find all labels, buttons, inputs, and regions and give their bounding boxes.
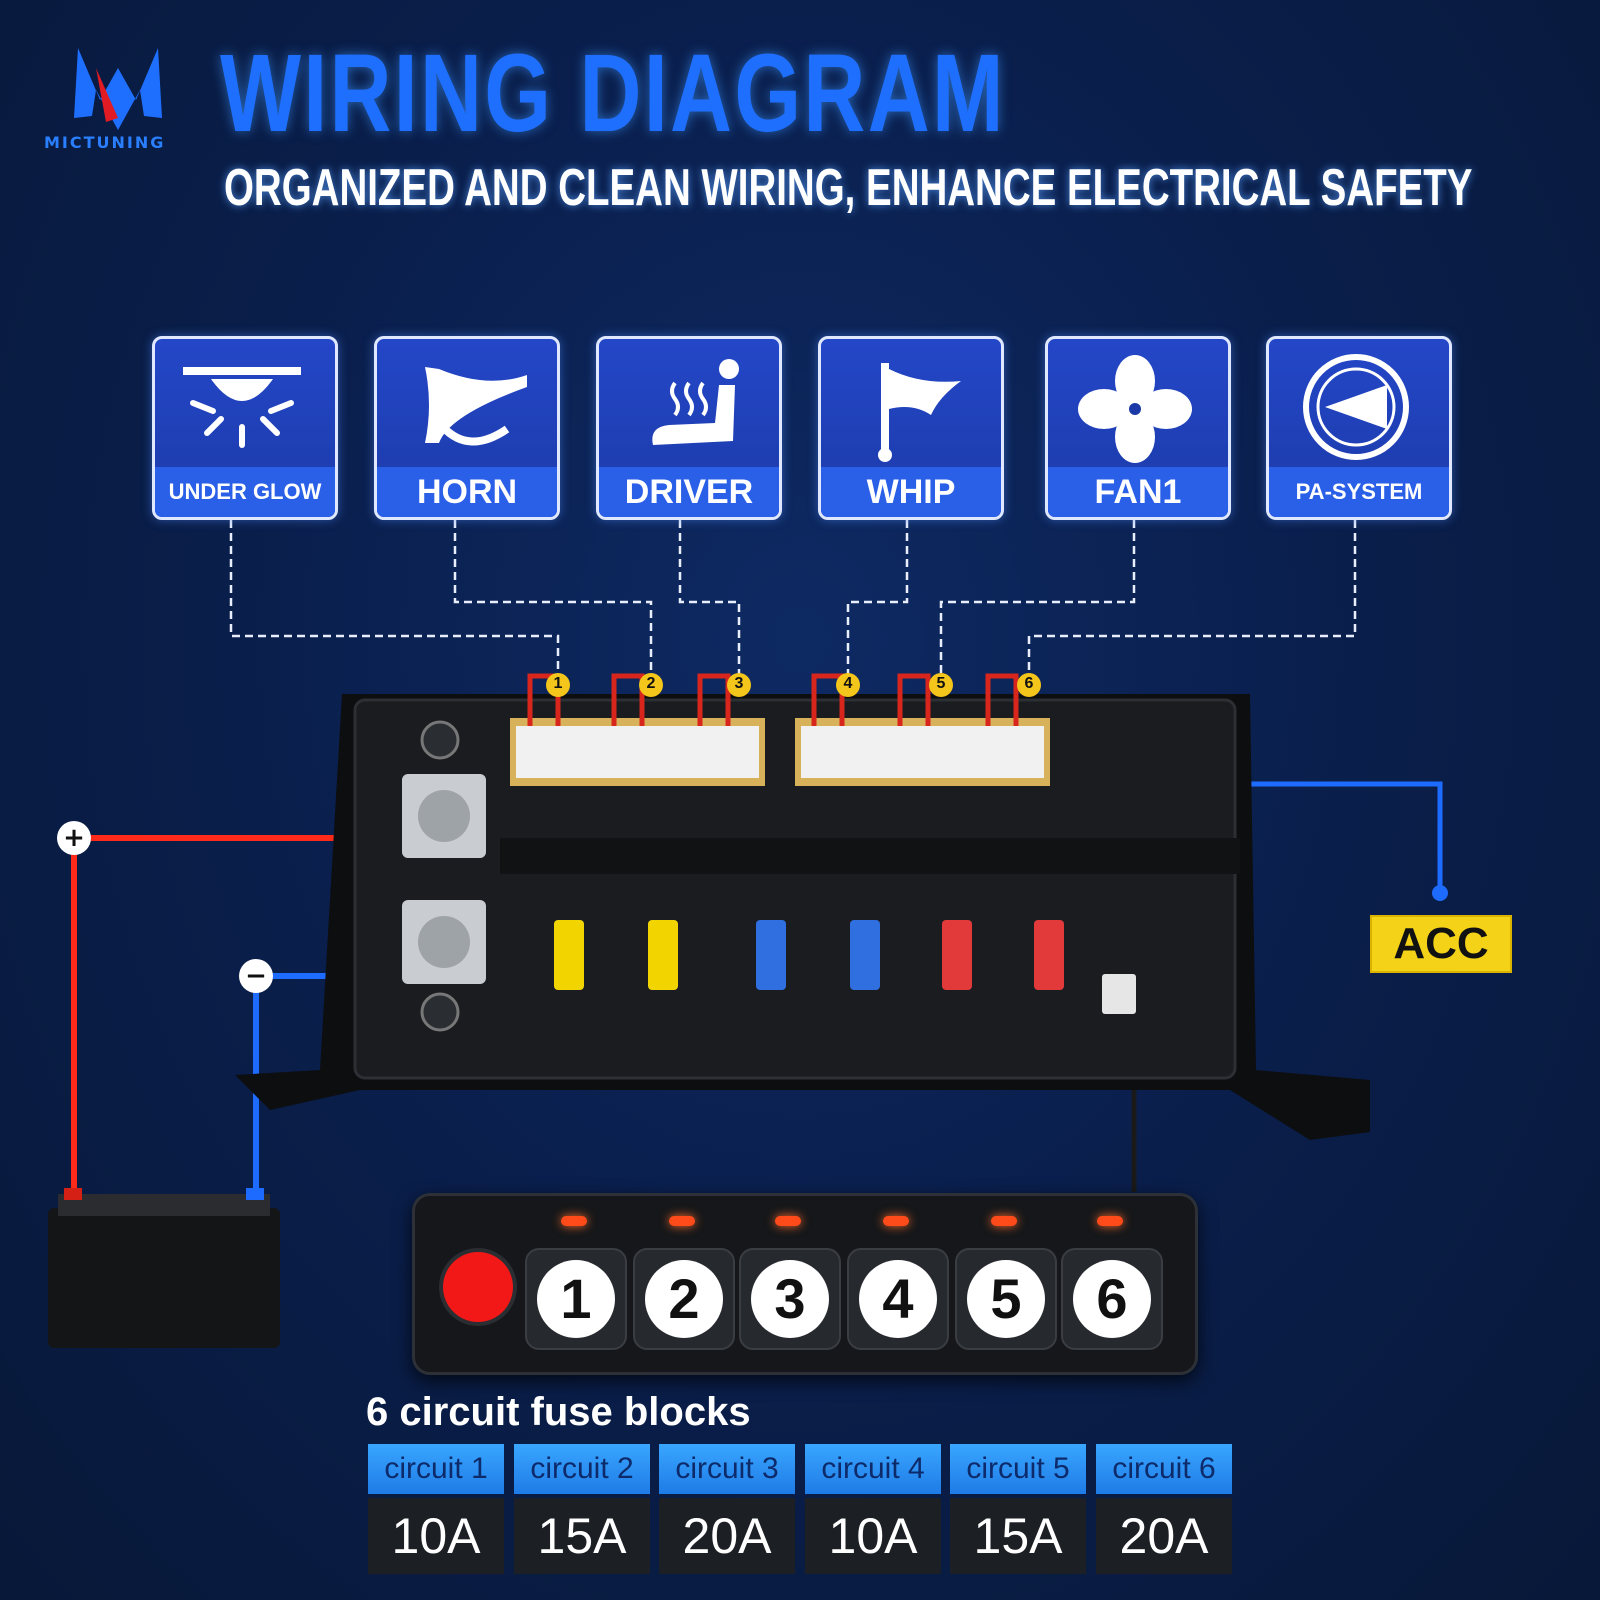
- fuse-column-3: circuit 3 20A: [659, 1444, 795, 1574]
- indicator-led: [775, 1216, 801, 1226]
- battery: [48, 1188, 280, 1348]
- horn-icon: [425, 367, 527, 446]
- switch-button-6[interactable]: 6: [1061, 1248, 1163, 1350]
- fan-icon: [1078, 355, 1192, 463]
- device-card-whip: WHIP: [818, 336, 1004, 520]
- fuse-row: [554, 920, 1064, 990]
- device-card-driver: DRIVER: [596, 336, 782, 520]
- circuit-label: circuit 2: [514, 1444, 650, 1494]
- switch-number: 2: [645, 1260, 723, 1338]
- indicator-led: [561, 1216, 587, 1226]
- power-button[interactable]: [443, 1252, 513, 1322]
- circuit-badge-1: 1: [553, 675, 563, 692]
- fuse-column-6: circuit 6 20A: [1096, 1444, 1232, 1574]
- device-label: DRIVER: [599, 467, 779, 517]
- fuse-rating: 15A: [950, 1498, 1086, 1574]
- fuse-rating: 15A: [514, 1498, 650, 1574]
- device-label: HORN: [377, 467, 557, 517]
- switch-button-4[interactable]: 4: [847, 1248, 949, 1350]
- circuit-label: circuit 5: [950, 1444, 1086, 1494]
- fuse-column-2: circuit 2 15A: [514, 1444, 650, 1574]
- svg-text:+: +: [63, 823, 85, 853]
- acc-cable: [1208, 781, 1443, 893]
- pa-system-icon: [1303, 354, 1409, 460]
- indicator-led: [669, 1216, 695, 1226]
- circuit-badge-4: 4: [843, 675, 853, 692]
- fuse-relay-box: [235, 673, 1370, 1140]
- page-title: WIRING DIAGRAM: [220, 32, 1006, 155]
- device-card-under-glow: UNDER GLOW: [152, 336, 338, 520]
- fuse-column-5: circuit 5 15A: [950, 1444, 1086, 1574]
- fuse-rating: 20A: [659, 1498, 795, 1574]
- fuse-rating: 20A: [1096, 1498, 1232, 1574]
- switch-number: 3: [751, 1260, 829, 1338]
- whip-flag-icon: [878, 363, 961, 462]
- circuit-badge-5: 5: [936, 675, 946, 692]
- switch-button-3[interactable]: 3: [739, 1248, 841, 1350]
- switch-button-1[interactable]: 1: [525, 1248, 627, 1350]
- heated-seat-icon: [652, 359, 739, 445]
- indicator-led: [991, 1216, 1017, 1226]
- device-label: WHIP: [821, 467, 1001, 517]
- device-card-fan1: FAN1: [1045, 336, 1231, 520]
- light-icon: [183, 367, 301, 448]
- circuit-badge-6: 6: [1024, 675, 1034, 692]
- switch-button-2[interactable]: 2: [633, 1248, 735, 1350]
- indicator-led: [1097, 1216, 1123, 1226]
- brand-name: MICTUNING: [44, 133, 166, 152]
- switch-number: 1: [537, 1260, 615, 1338]
- fuse-column-4: circuit 4 10A: [805, 1444, 941, 1574]
- svg-text:−: −: [245, 961, 267, 991]
- fuse-column-1: circuit 1 10A: [368, 1444, 504, 1574]
- circuit-badge-2: 2: [646, 675, 656, 692]
- indicator-led: [883, 1216, 909, 1226]
- circuit-label: circuit 4: [805, 1444, 941, 1494]
- device-card-pa-system: PA-SYSTEM: [1266, 336, 1452, 520]
- page-subtitle: ORGANIZED AND CLEAN WIRING, ENHANCE ELEC…: [224, 159, 1473, 217]
- device-label: PA-SYSTEM: [1269, 467, 1449, 517]
- fuse-rating: 10A: [368, 1498, 504, 1574]
- switch-button-5[interactable]: 5: [955, 1248, 1057, 1350]
- dashed-signal-lines: [229, 520, 1357, 684]
- device-label: FAN1: [1048, 467, 1228, 517]
- circuit-label: circuit 3: [659, 1444, 795, 1494]
- mictuning-logo: [74, 48, 162, 130]
- circuit-badge-3: 3: [734, 675, 744, 692]
- switch-panel: 1 2 3 4 5 6: [412, 1193, 1198, 1375]
- fuse-rating: 10A: [805, 1498, 941, 1574]
- device-card-horn: HORN: [374, 336, 560, 520]
- circuit-label: circuit 1: [368, 1444, 504, 1494]
- switch-number: 6: [1073, 1260, 1151, 1338]
- switch-number: 5: [967, 1260, 1045, 1338]
- switch-number: 4: [859, 1260, 937, 1338]
- fuse-blocks-title: 6 circuit fuse blocks: [366, 1390, 751, 1434]
- acc-label: ACC: [1370, 915, 1512, 973]
- circuit-label: circuit 6: [1096, 1444, 1232, 1494]
- device-label: UNDER GLOW: [155, 467, 335, 517]
